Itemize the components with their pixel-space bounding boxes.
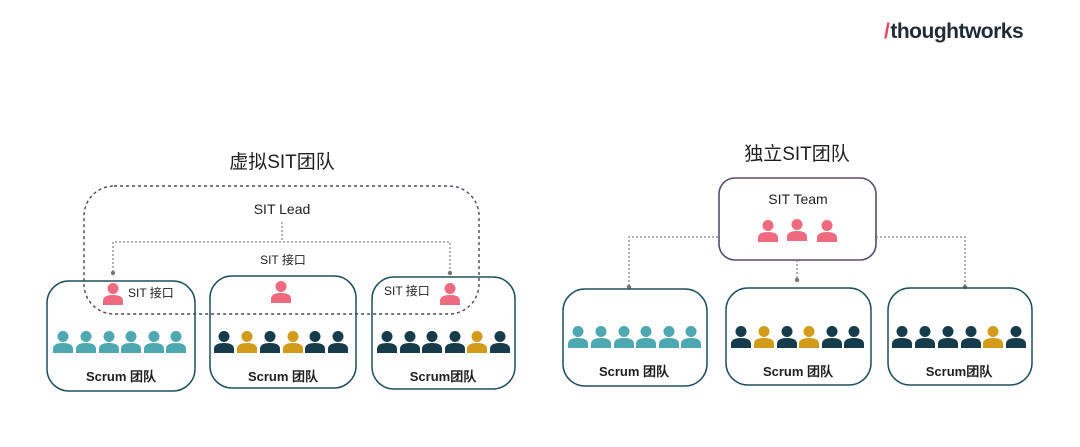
person-icon <box>467 331 487 353</box>
person-icon <box>568 326 588 348</box>
person-icon <box>915 326 935 348</box>
sit-interface-person-icon <box>271 281 291 303</box>
logo-slash: / <box>884 20 890 43</box>
connector-dot <box>110 270 116 276</box>
left-scrum-team-box-3 <box>371 276 516 390</box>
left-scrum-label-3: Scrum团队 <box>410 369 477 384</box>
sit-interface-label-3: SIT 接口 <box>384 283 430 298</box>
person-icon <box>260 331 280 353</box>
logo-text: thoughtworks <box>890 20 1024 43</box>
person-icon <box>754 326 774 348</box>
person-icon <box>283 331 303 353</box>
person-icon <box>76 331 96 353</box>
virtual-sit-boundary <box>83 185 480 315</box>
person-icon <box>591 326 611 348</box>
sit-team-connector-right <box>876 236 966 286</box>
right-scrum-team-box-1 <box>562 288 708 387</box>
person-icon <box>144 331 164 353</box>
sit-team-connector-left <box>628 236 719 286</box>
people-icons <box>53 219 1026 353</box>
sit-team-label: SIT Team <box>768 191 827 207</box>
sit-interface-person-icon <box>440 283 460 305</box>
person-icon <box>938 326 958 348</box>
person-icon <box>777 326 797 348</box>
sit-interface-label-1: SIT 接口 <box>128 285 174 300</box>
person-icon <box>822 326 842 348</box>
person-icon <box>214 331 234 353</box>
person-icon <box>328 331 348 353</box>
sit-lead-label: SIT Lead <box>254 201 311 217</box>
person-icon <box>681 326 701 348</box>
right-scrum-team-box-2 <box>725 287 872 386</box>
person-icon <box>445 331 465 353</box>
sit-team-member-icon <box>758 220 778 242</box>
person-icon <box>799 326 819 348</box>
left-scrum-label-1: Scrum 团队 <box>86 369 157 384</box>
sit-team-member-icon <box>817 220 837 242</box>
person-icon <box>400 331 420 353</box>
connector-dot <box>447 270 453 276</box>
person-icon <box>636 326 656 348</box>
right-scrum-team-box-3 <box>887 287 1033 386</box>
sit-interface-label-2: SIT 接口 <box>260 252 306 267</box>
right-scrum-label-2: Scrum 团队 <box>763 364 834 379</box>
person-icon <box>490 331 510 353</box>
person-icon <box>422 331 442 353</box>
person-icon <box>166 331 186 353</box>
interface-connector <box>112 241 451 272</box>
left-scrum-team-box-1 <box>46 280 196 392</box>
person-icon <box>892 326 912 348</box>
person-icon <box>121 331 141 353</box>
person-icon <box>731 326 751 348</box>
person-icon <box>983 326 1003 348</box>
left-scrum-team-box-2 <box>209 275 357 389</box>
person-icon <box>377 331 397 353</box>
connector-dot <box>794 277 800 283</box>
sit-interface-person-icon <box>103 283 123 305</box>
person-icon <box>659 326 679 348</box>
left-title: 虚拟SIT团队 <box>229 151 335 173</box>
right-scrum-label-3: Scrum团队 <box>926 364 993 379</box>
person-icon <box>305 331 325 353</box>
person-icon <box>614 326 634 348</box>
person-icon <box>961 326 981 348</box>
person-icon <box>1006 326 1026 348</box>
person-icon <box>237 331 257 353</box>
right-title: 独立SIT团队 <box>744 143 850 165</box>
connector-dot <box>626 284 632 290</box>
person-icon <box>99 331 119 353</box>
sit-team-member-icon <box>787 219 807 241</box>
left-scrum-label-2: Scrum 团队 <box>248 369 319 384</box>
person-icon <box>53 331 73 353</box>
right-scrum-label-1: Scrum 团队 <box>599 364 670 379</box>
thoughtworks-logo: /thoughtworks <box>884 20 1024 44</box>
person-icon <box>844 326 864 348</box>
